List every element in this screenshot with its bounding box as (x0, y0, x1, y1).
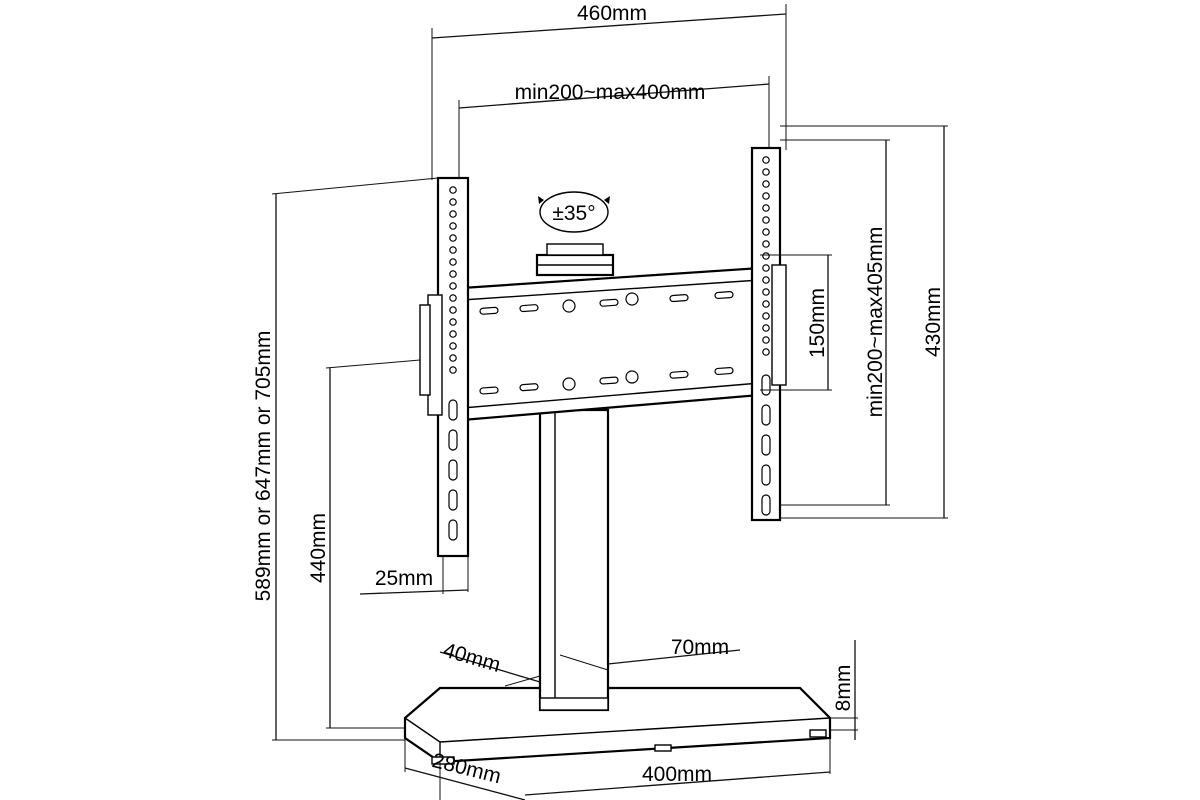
dimension-base-width: 400mm (524, 738, 831, 796)
mounting-hole (449, 198, 457, 206)
mounting-hole (762, 348, 770, 356)
mounting-hole (449, 306, 457, 314)
mounting-hole (449, 342, 457, 350)
dimension-total-height: 589mm or 647mm or 705mm (252, 177, 439, 741)
mounting-hole (449, 222, 457, 230)
plate-slot (519, 304, 539, 313)
plate-slot (599, 298, 619, 307)
mounting-hole (449, 186, 457, 194)
dimension-column-depth: 40mm (439, 639, 541, 687)
mounting-hole (762, 192, 770, 200)
plate-slot (479, 306, 499, 315)
plate-slot (669, 294, 689, 303)
mounting-slot (761, 464, 771, 486)
glass-base (403, 686, 832, 765)
mounting-slot (448, 519, 458, 541)
mounting-hole (449, 294, 457, 302)
mounting-hole (449, 318, 457, 326)
plate-slot (599, 376, 619, 385)
base-thickness-label: 8mm (832, 665, 855, 712)
mounting-hole (762, 228, 770, 236)
dimension-arm-width: 25mm (359, 556, 469, 595)
column-width-label: 70mm (671, 636, 729, 659)
mounting-hole (762, 264, 770, 272)
mounting-slot (761, 494, 771, 516)
base-width-label: 400mm (642, 763, 712, 786)
mounting-hole (762, 324, 770, 332)
dimension-bracket-height: 430mm (780, 125, 948, 519)
mounting-hole (762, 180, 770, 188)
right-vertical-arm (750, 146, 787, 522)
mounting-hole (762, 168, 770, 176)
mounting-hole (762, 288, 770, 296)
plate-slot (669, 370, 689, 379)
arm-width-label: 25mm (375, 567, 433, 590)
mounting-slot (761, 404, 771, 426)
mounting-hole (762, 336, 770, 344)
mounting-hole (762, 216, 770, 224)
mounting-hole (762, 252, 770, 260)
plate-slot (714, 366, 734, 376)
bracket-height-label: 430mm (922, 287, 945, 357)
mounting-hole (762, 312, 770, 320)
support-column (538, 408, 610, 712)
plate-slot (479, 386, 499, 395)
left-vertical-arm (419, 176, 470, 558)
dimension-plate-height: 150mm (760, 254, 832, 391)
mounting-slot (448, 399, 458, 421)
mounting-hole (762, 240, 770, 248)
rotation-indicator: ±35° (538, 191, 610, 233)
mounting-hole (762, 276, 770, 284)
mounting-hole (449, 234, 457, 242)
mounting-slot (448, 459, 458, 481)
mounting-hole (449, 246, 457, 254)
mounting-hole (449, 330, 457, 338)
mounting-slot (448, 429, 458, 451)
plate-slot (714, 291, 734, 300)
mounting-hole (449, 366, 457, 374)
dimension-base-thickness: 8mm (830, 640, 858, 740)
total-height-label: 589mm or 647mm or 705mm (252, 331, 275, 602)
dimension-column-height: 440mm (307, 359, 421, 729)
mounting-slot (448, 489, 458, 511)
dimension-column-width: 70mm (559, 636, 741, 671)
plate-height-label: 150mm (806, 288, 829, 358)
mounting-hole (449, 258, 457, 266)
vesa-height-label: min200~max405mm (864, 227, 887, 418)
swivel-block (535, 243, 615, 277)
mounting-hole (449, 270, 457, 278)
vesa-width-label: min200~max400mm (515, 81, 706, 104)
mounting-hole (449, 210, 457, 218)
rotation-label: ±35° (552, 202, 595, 225)
mounting-hole (762, 156, 770, 164)
mounting-hole (762, 300, 770, 308)
mounting-slot (761, 374, 771, 396)
plate-slot (519, 383, 539, 392)
dimension-vesa-height: min200~max405mm (780, 139, 890, 506)
mounting-hole (449, 282, 457, 290)
overall-width-label: 460mm (577, 2, 647, 25)
mounting-slot (761, 434, 771, 456)
mounting-plate (460, 266, 762, 422)
dimension-vesa-width: min200~max400mm (458, 76, 770, 178)
mounting-hole (449, 354, 457, 362)
column-height-label: 440mm (307, 513, 330, 583)
column-depth-label: 40mm (441, 639, 503, 677)
mounting-hole (762, 204, 770, 212)
